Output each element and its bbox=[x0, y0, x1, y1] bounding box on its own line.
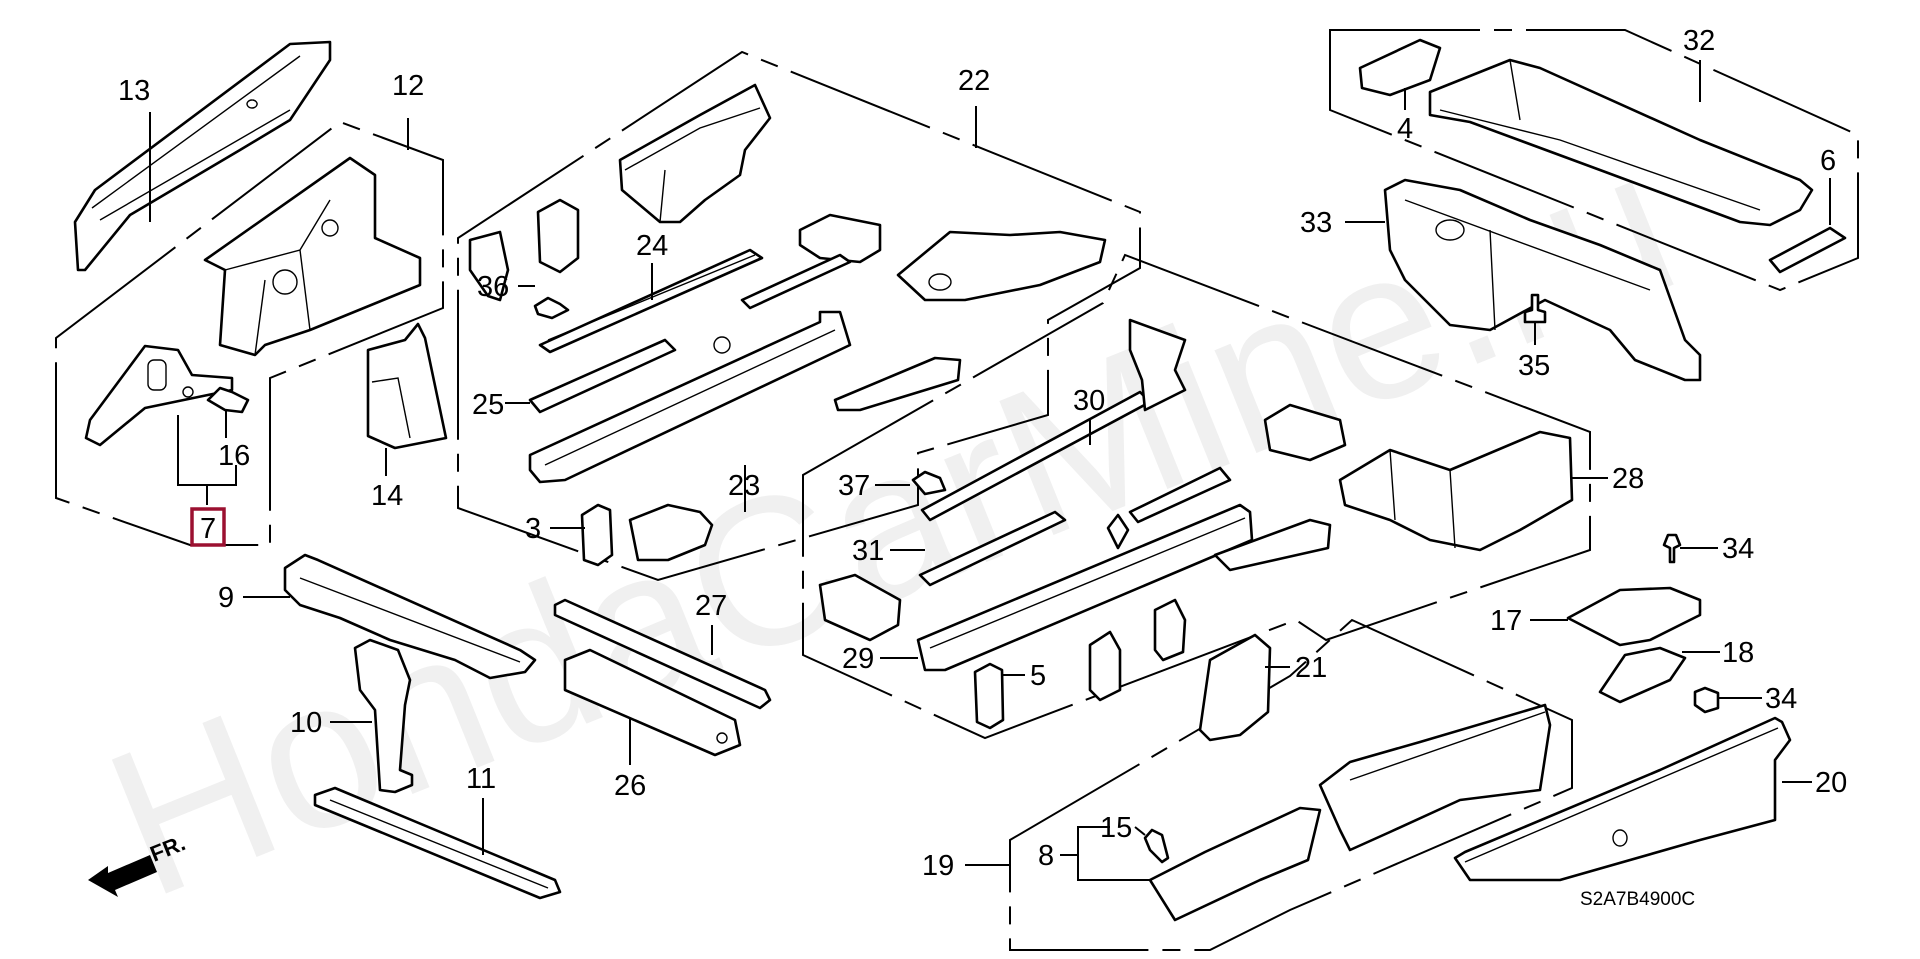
part-34a-bolt[interactable] bbox=[1662, 533, 1682, 564]
diagram-code: S2A7B4900C bbox=[1580, 889, 1695, 910]
part-31-rail[interactable] bbox=[918, 510, 1067, 587]
part-18-bracket[interactable] bbox=[1598, 646, 1687, 704]
part-5b-brackets[interactable] bbox=[1088, 598, 1187, 702]
callout-26[interactable]: 26 bbox=[614, 770, 646, 802]
callout-28[interactable]: 28 bbox=[1612, 463, 1644, 495]
part-15-clip[interactable] bbox=[1143, 828, 1170, 864]
part-3b-bracket[interactable] bbox=[628, 503, 714, 562]
part-9-crossmember[interactable] bbox=[283, 553, 537, 680]
group-boundary-22 bbox=[457, 50, 1141, 582]
callout-24[interactable]: 24 bbox=[636, 230, 668, 262]
callout-3[interactable]: 3 bbox=[525, 513, 541, 545]
callout-37[interactable]: 37 bbox=[838, 470, 870, 502]
callout-8[interactable]: 8 bbox=[1038, 840, 1054, 872]
callout-12[interactable]: 12 bbox=[392, 70, 424, 102]
callout-25[interactable]: 25 bbox=[472, 389, 504, 421]
callout-31[interactable]: 31 bbox=[852, 535, 884, 567]
callout-27[interactable]: 27 bbox=[695, 590, 727, 622]
part-28-misc[interactable] bbox=[818, 318, 1347, 642]
callout-32[interactable]: 32 bbox=[1683, 25, 1715, 57]
part-25-rail[interactable] bbox=[528, 338, 677, 414]
callout-16[interactable]: 16 bbox=[218, 440, 250, 472]
part-4-bracket[interactable] bbox=[1358, 38, 1442, 97]
callout-labels: 13 12 16 7 14 9 10 11 22 24 36 25 23 3 2… bbox=[118, 25, 1847, 882]
callout-22[interactable]: 22 bbox=[958, 65, 990, 97]
part-14-stiffener[interactable] bbox=[366, 322, 448, 450]
hole-icon bbox=[272, 269, 298, 295]
group-boundary-12 bbox=[55, 120, 444, 546]
callout-13[interactable]: 13 bbox=[118, 75, 150, 107]
callout-19[interactable]: 19 bbox=[922, 850, 954, 882]
part-28-bulkhead[interactable] bbox=[1338, 430, 1574, 552]
callout-4[interactable]: 4 bbox=[1397, 113, 1413, 145]
group-boundary-32 bbox=[1329, 29, 1859, 292]
callout-34-second[interactable]: 34 bbox=[1765, 683, 1797, 715]
group-boundary-28 bbox=[802, 253, 1591, 740]
part-33-dashboard-lower[interactable] bbox=[1383, 178, 1702, 382]
part-26-channel[interactable] bbox=[563, 648, 742, 757]
part-5-bracket[interactable] bbox=[973, 662, 1005, 730]
part-22-front-side-frame-parts[interactable] bbox=[618, 83, 1107, 302]
callout-18[interactable]: 18 bbox=[1722, 637, 1754, 669]
callout-14[interactable]: 14 bbox=[371, 480, 403, 512]
callout-17[interactable]: 17 bbox=[1490, 605, 1522, 637]
callout-6[interactable]: 6 bbox=[1820, 145, 1836, 177]
leader-lines bbox=[149, 60, 1831, 881]
part-23-frame[interactable] bbox=[528, 310, 852, 484]
part-12-side-bulkhead[interactable] bbox=[203, 156, 422, 357]
part-32-cowl-top[interactable] bbox=[1428, 58, 1814, 227]
part-3-bracket[interactable] bbox=[580, 503, 614, 567]
part-34b-bolt[interactable] bbox=[1693, 686, 1720, 714]
callout-20[interactable]: 20 bbox=[1815, 767, 1847, 799]
callout-11[interactable]: 11 bbox=[466, 763, 496, 795]
callout-35[interactable]: 35 bbox=[1518, 350, 1550, 382]
callout-5[interactable]: 5 bbox=[1030, 660, 1046, 692]
callout-21[interactable]: 21 bbox=[1295, 652, 1327, 684]
part-36-clip[interactable] bbox=[533, 296, 570, 320]
part-7-gusset[interactable] bbox=[84, 344, 234, 447]
callout-23[interactable]: 23 bbox=[728, 470, 760, 502]
callout-10[interactable]: 10 bbox=[290, 707, 322, 739]
callout-36[interactable]: 36 bbox=[477, 271, 509, 303]
arrow-left-icon bbox=[88, 855, 157, 897]
part-37-clip[interactable] bbox=[911, 470, 947, 496]
part-8-extension[interactable] bbox=[1148, 806, 1322, 922]
part-17-plate[interactable] bbox=[1566, 586, 1702, 647]
highlight-box bbox=[190, 507, 226, 547]
part-13-upper-frame-member[interactable] bbox=[73, 40, 332, 272]
part-19-front-side-frame[interactable] bbox=[1318, 703, 1552, 852]
callout-7-highlighted[interactable]: 7 bbox=[200, 513, 216, 545]
part-35-bolt[interactable] bbox=[1523, 293, 1547, 324]
callout-34[interactable]: 34 bbox=[1722, 533, 1754, 565]
group-boundary-19 bbox=[1009, 618, 1573, 951]
part-11-lower-crossmember[interactable] bbox=[313, 786, 562, 900]
callout-33[interactable]: 33 bbox=[1300, 207, 1332, 239]
part-20-side-sill[interactable] bbox=[1453, 716, 1792, 882]
part-10-upright[interactable] bbox=[353, 638, 414, 794]
callout-15[interactable]: 15 bbox=[1100, 812, 1132, 844]
callout-30[interactable]: 30 bbox=[1073, 385, 1105, 417]
part-6-bracket[interactable] bbox=[1768, 226, 1847, 274]
part-27-channel[interactable] bbox=[553, 598, 772, 710]
callout-29[interactable]: 29 bbox=[842, 643, 874, 675]
part-misc-22-small[interactable] bbox=[468, 198, 962, 412]
part-21-bracket[interactable] bbox=[1198, 633, 1272, 742]
callout-9[interactable]: 9 bbox=[218, 582, 234, 614]
